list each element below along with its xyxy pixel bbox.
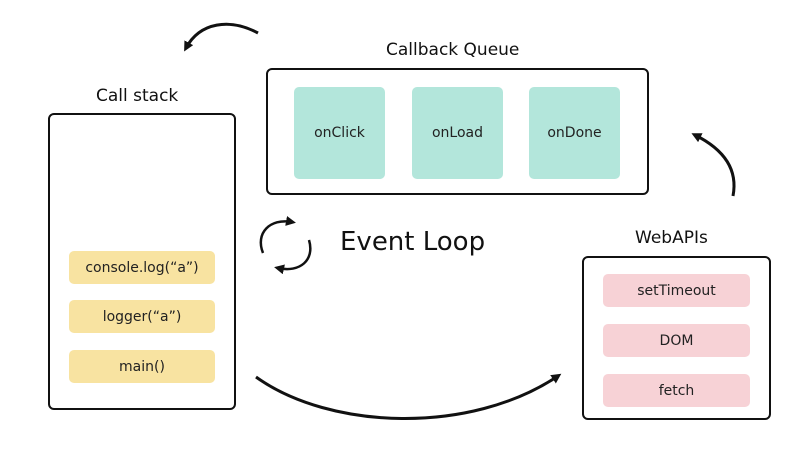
callback-item-ondone: onDone	[529, 87, 620, 179]
stack-item-logger: logger(“a”)	[69, 300, 215, 333]
callback-queue-box: onClick onLoad onDone	[266, 68, 649, 195]
webapis-title: WebAPIs	[635, 228, 708, 248]
arrow-queue-to-stack	[184, 22, 259, 52]
arrow-stack-to-webapis	[255, 373, 562, 420]
call-stack-box: console.log(“a”) logger(“a”) main()	[48, 113, 236, 410]
callback-item-onclick: onClick	[294, 87, 385, 179]
call-stack-title: Call stack	[96, 86, 179, 106]
stack-item-console-log: console.log(“a”)	[69, 251, 215, 284]
event-loop-label: Event Loop	[340, 227, 486, 257]
callback-queue-title: Callback Queue	[386, 40, 520, 60]
event-loop-cycle-icon	[259, 216, 312, 275]
api-item-settimeout: setTimeout	[603, 274, 750, 307]
stack-item-main: main()	[69, 350, 215, 383]
api-item-fetch: fetch	[603, 374, 750, 407]
webapis-box: setTimeout DOM fetch	[582, 256, 771, 420]
api-item-dom: DOM	[603, 324, 750, 357]
callback-item-onload: onLoad	[412, 87, 503, 179]
arrow-webapis-to-queue	[691, 133, 736, 197]
